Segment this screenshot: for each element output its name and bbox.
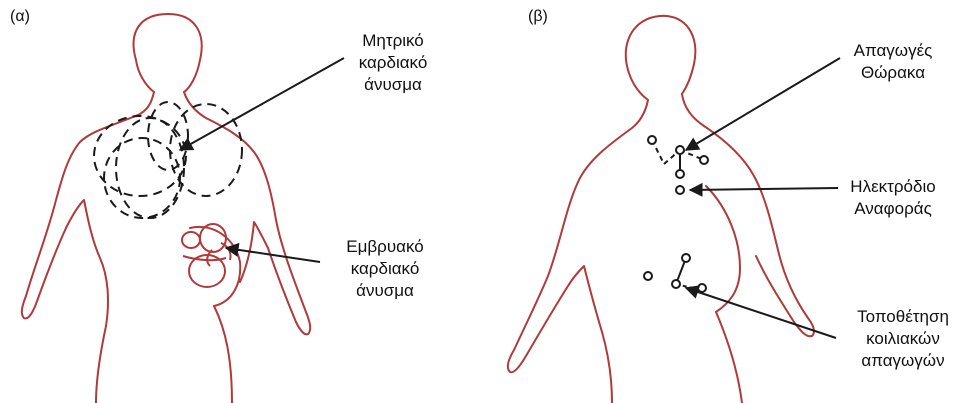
label-line: καρδιακό [338,52,448,74]
panel-tag-b: (β) [528,8,548,26]
label-maternal-ecg: Μητρικό καρδιακό άνυσμα [338,30,448,96]
label-abdominal-leads: Τοποθέτηση κοιλιακών απαγωγών [842,306,964,372]
maternal-heart-field [94,102,242,218]
label-line: κοιλιακών [842,328,964,350]
label-line: άνυσμα [338,74,448,96]
label-reference-electrode: Ηλεκτρόδιο Αναφοράς [838,176,948,220]
label-line: Αναφοράς [838,198,948,220]
label-line: Θώρακα [838,62,948,84]
label-line: άνυσμα [330,280,440,302]
arrow-reference [690,188,838,190]
reference-electrode [676,186,684,194]
label-line: Ηλεκτρόδιο [838,176,948,198]
label-line: απαγωγών [842,350,964,372]
label-line: Μητρικό [338,30,448,52]
fetus-figure [182,224,231,287]
label-line: Απαγωγές [838,40,948,62]
label-line: Τοποθέτηση [842,306,964,328]
abdominal-electrodes [644,254,706,292]
arrow-abdominal [686,288,836,338]
panel-tag-a: (α) [10,8,30,26]
label-line: καρδιακό [330,258,440,280]
label-fetal-ecg: Εμβρυακό καρδιακό άνυσμα [330,236,440,302]
label-line: Εμβρυακό [330,236,440,258]
label-thoracic-leads: Απαγωγές Θώρακα [838,40,948,84]
body-outline-right [508,16,814,403]
arrow-thoracic [686,58,840,150]
arrow-maternal [180,58,344,150]
